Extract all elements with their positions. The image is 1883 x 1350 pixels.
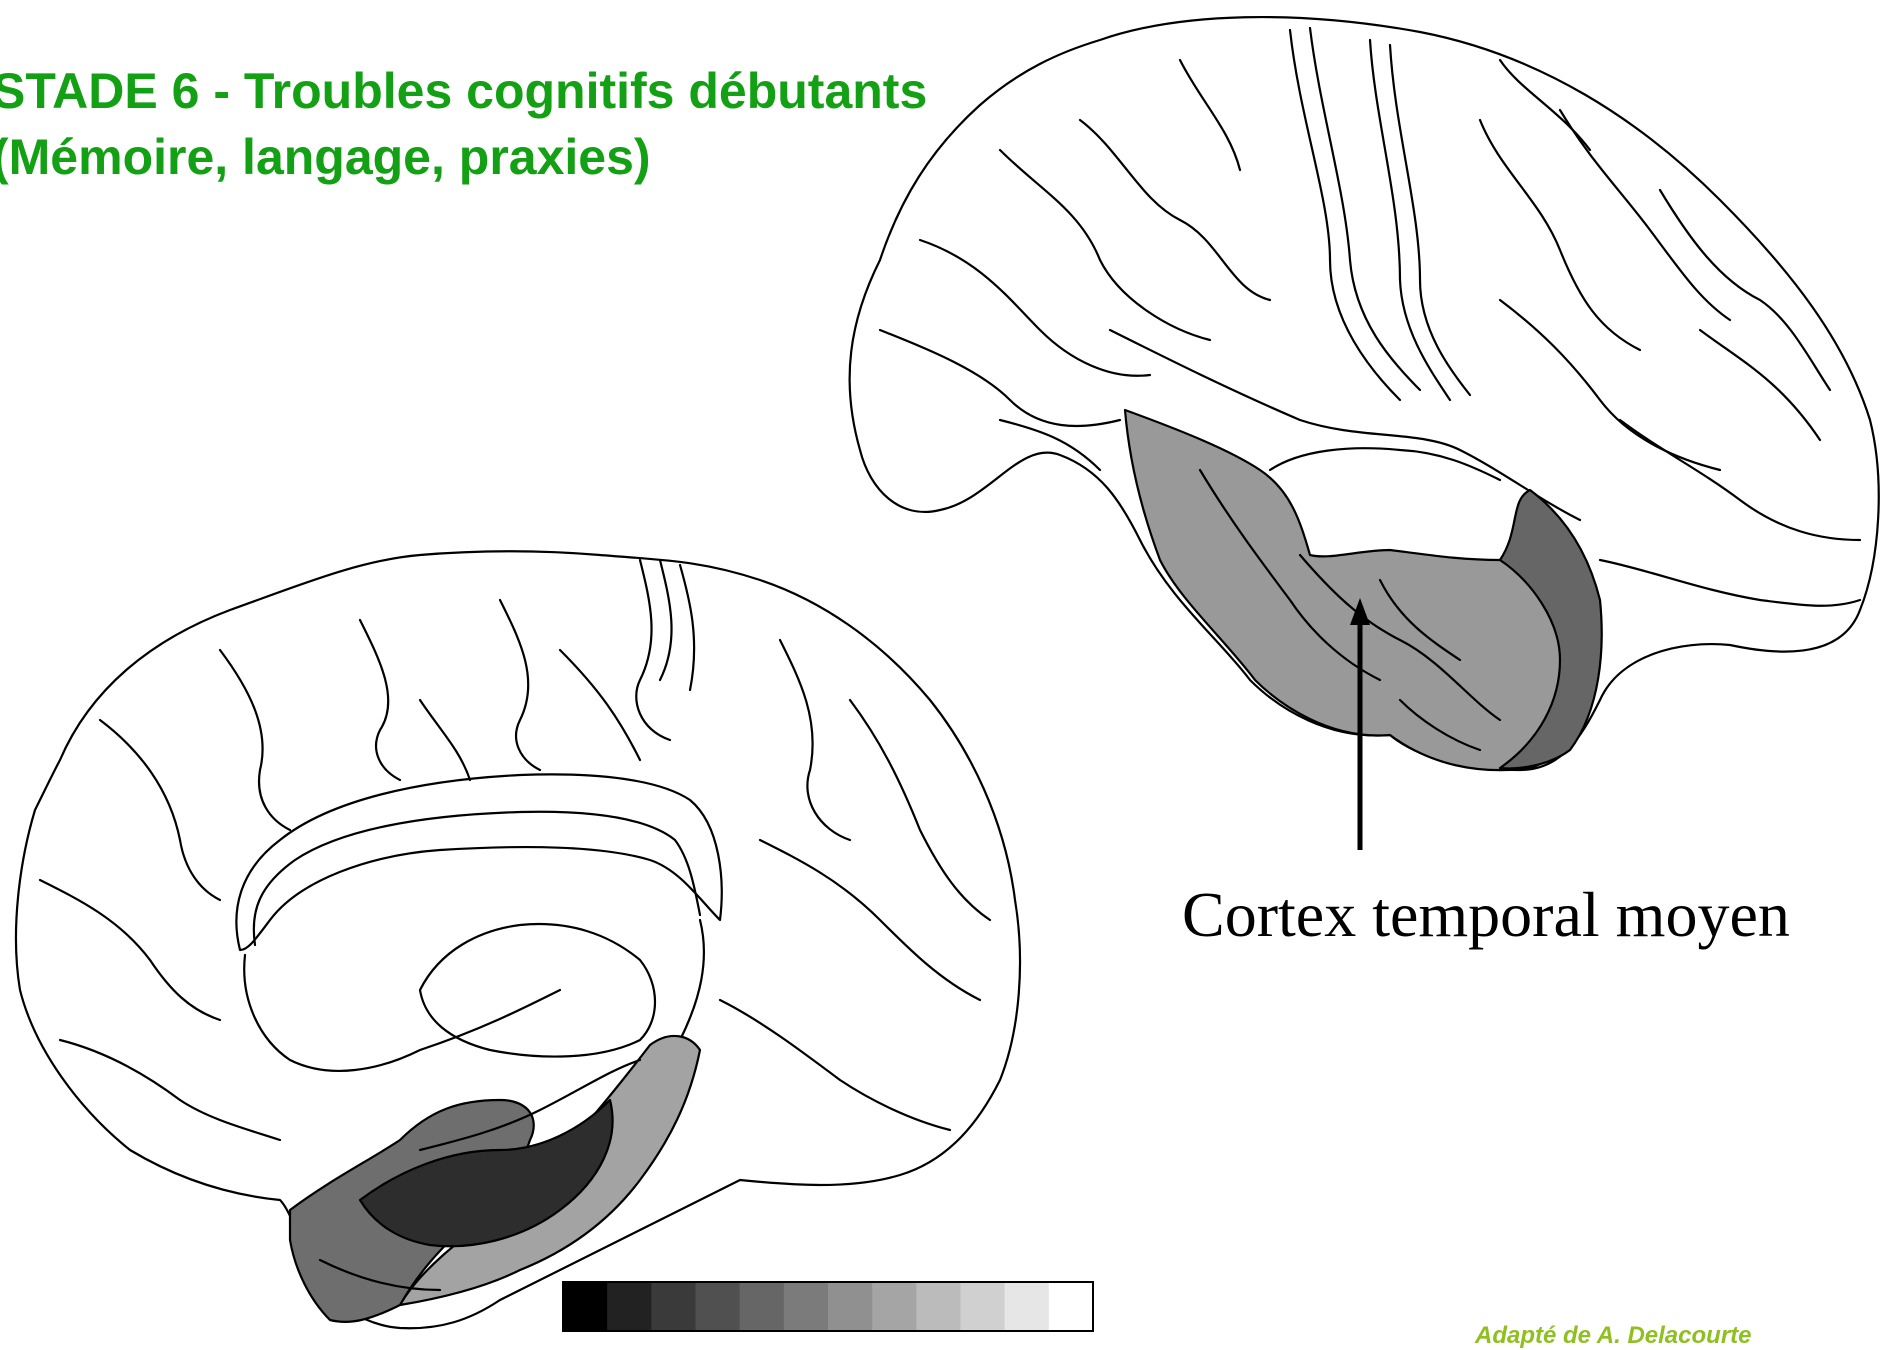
legend-swatch (828, 1282, 873, 1331)
legend-swatch (740, 1282, 785, 1331)
legend-swatch (1005, 1282, 1050, 1331)
legend-swatch (1049, 1282, 1094, 1331)
legend-swatch (916, 1282, 961, 1331)
cortex-temporal-label: Cortex temporal moyen (1182, 878, 1790, 952)
legend-swatch (961, 1282, 1006, 1331)
medial-brain-view (16, 551, 1020, 1328)
legend-swatch (563, 1282, 608, 1331)
legend-swatch (696, 1282, 741, 1331)
legend-swatch (607, 1282, 652, 1331)
lateral-brain-view (850, 17, 1879, 770)
legend-swatch (651, 1282, 696, 1331)
legend-swatch (872, 1282, 917, 1331)
source-credit: Adapté de A. Delacourte (1475, 1322, 1752, 1350)
grayscale-legend (563, 1282, 1094, 1331)
legend-swatch (784, 1282, 829, 1331)
